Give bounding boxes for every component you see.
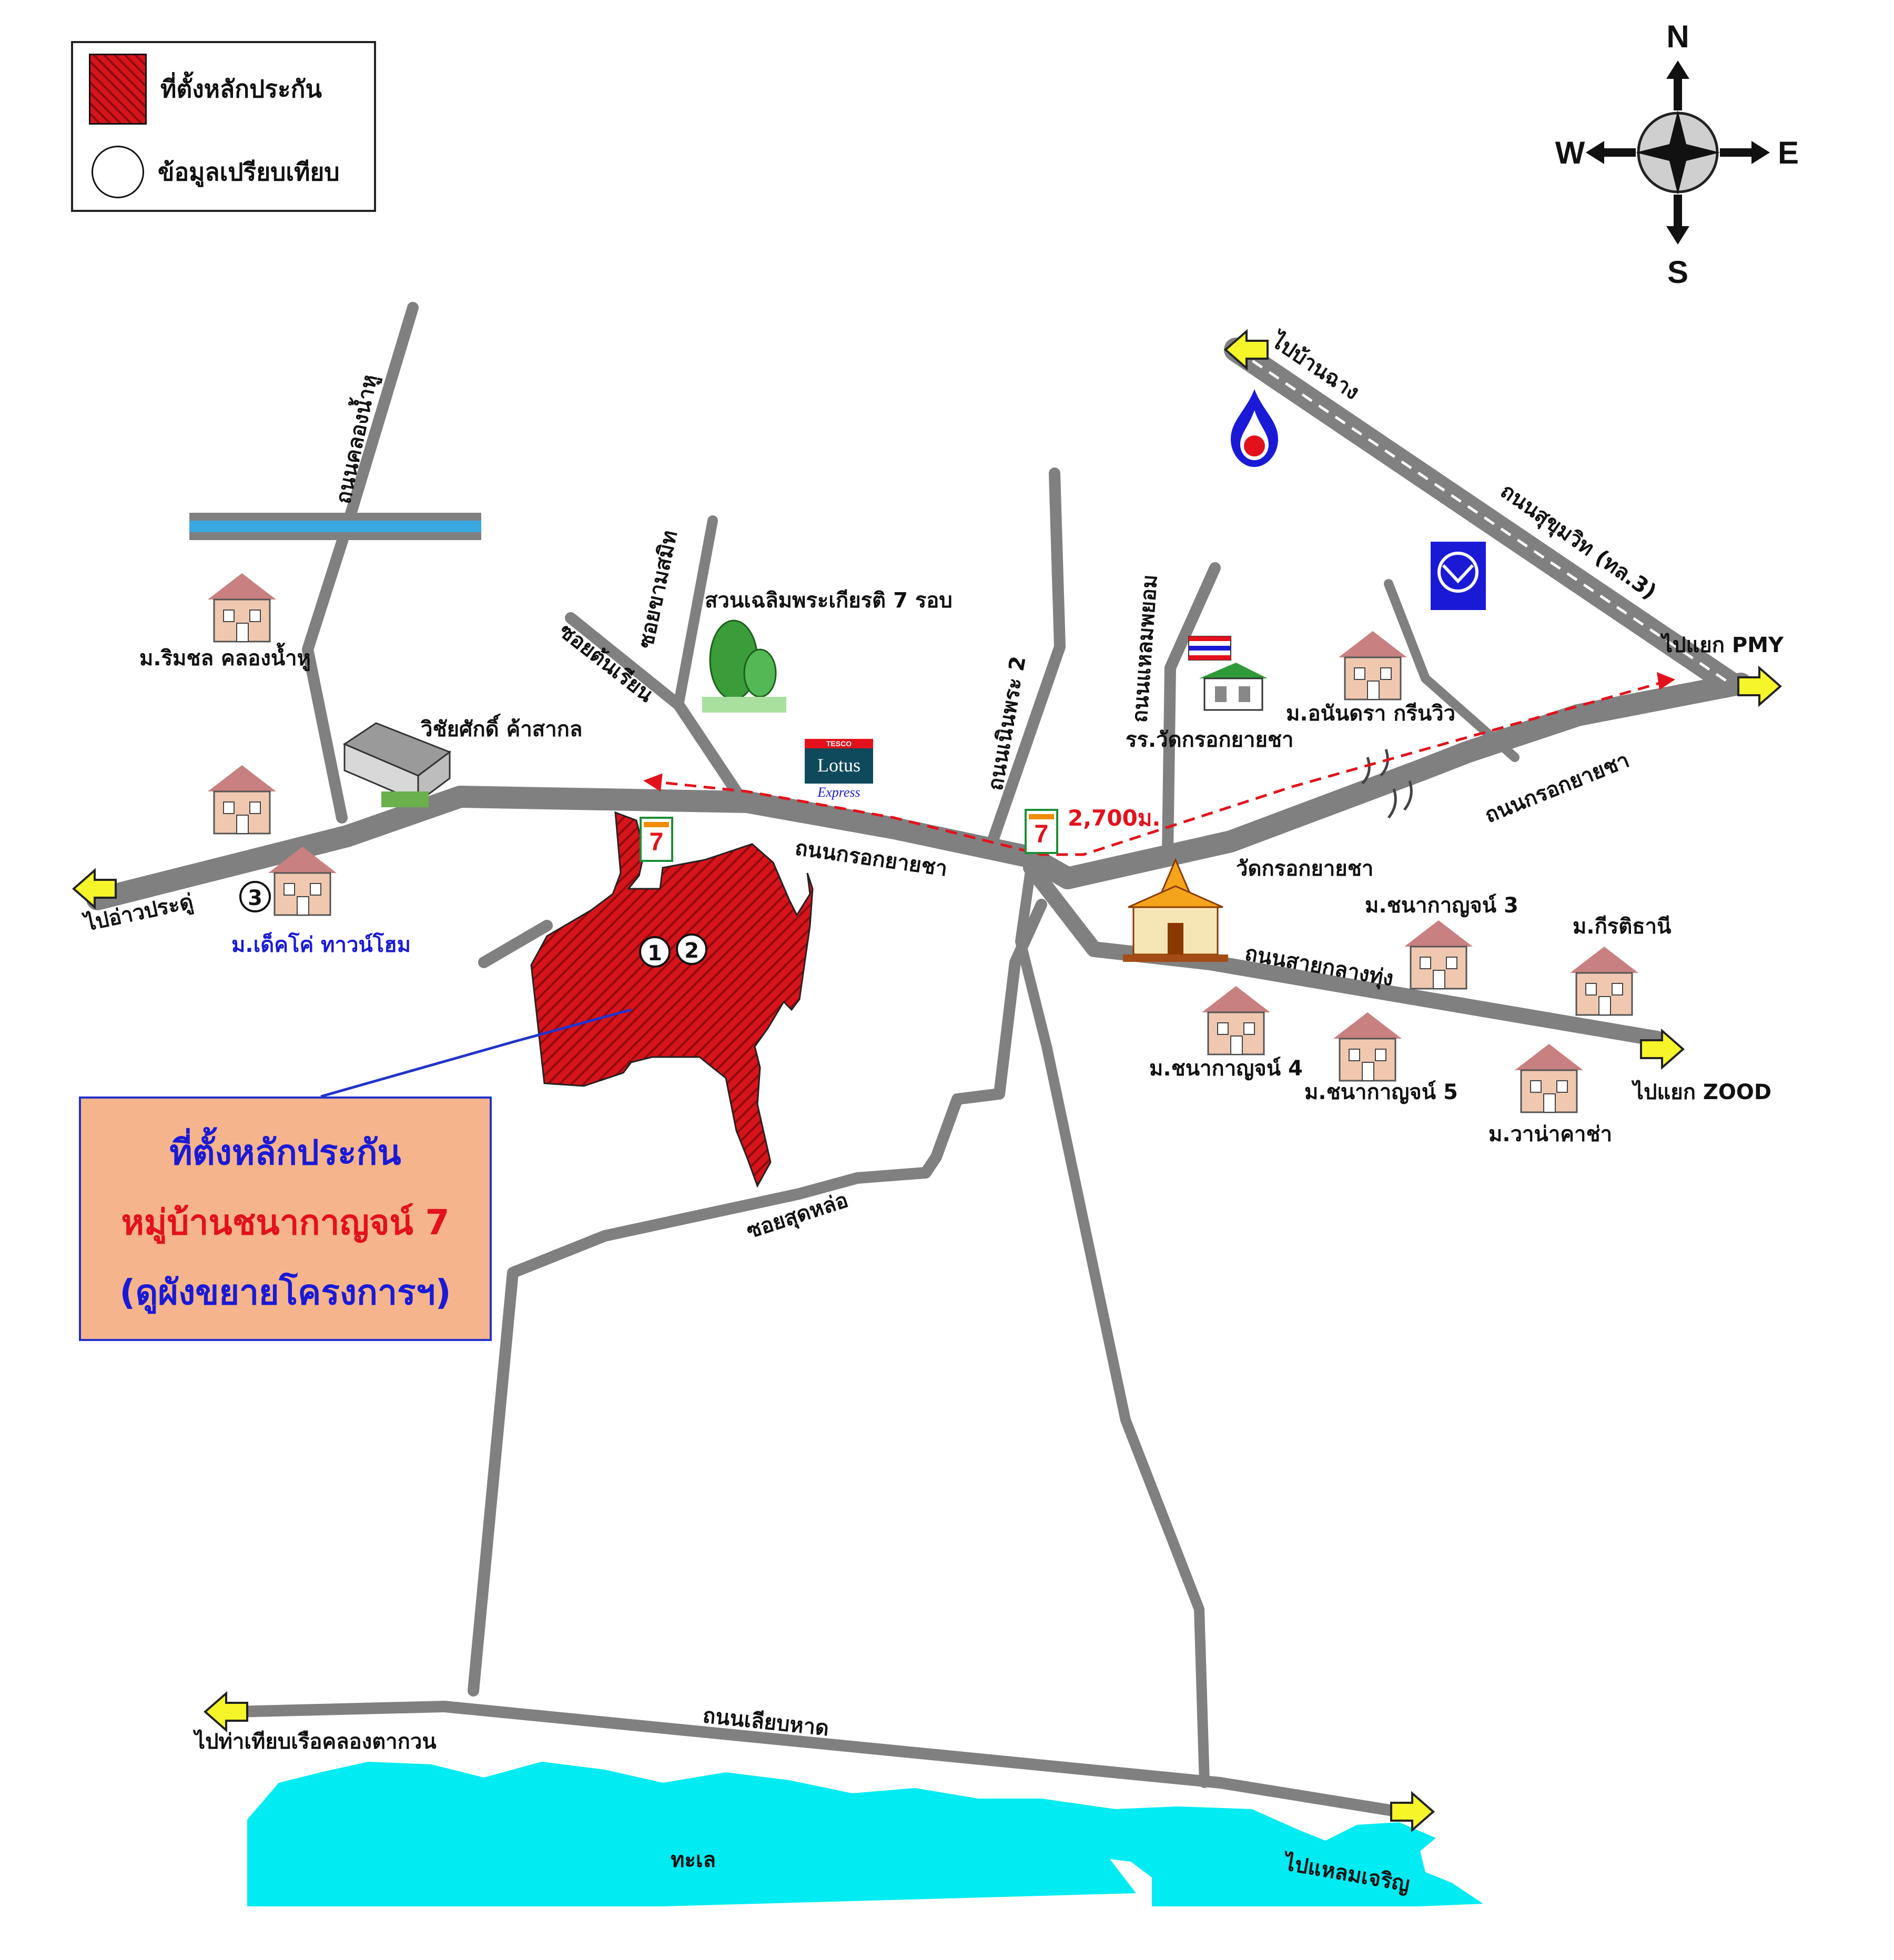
label-dekodo: ม.เด็คโค่ ทาวน์โฮม	[231, 931, 411, 957]
map-legend: ที่ตั้งหลักประกัน ข้อมูลเปรียบเทียบ	[71, 41, 376, 212]
legend-collateral-label: ที่ตั้งหลักประกัน	[160, 75, 322, 103]
compass-e: E	[1778, 135, 1799, 170]
road-network	[86, 302, 1752, 1817]
direction-arrows	[72, 329, 1782, 1833]
road-sukhumvit	[1224, 338, 1743, 696]
label-to-zoo: ไปแยก ZOOD	[1631, 1080, 1771, 1104]
compass-n: N	[1666, 19, 1689, 54]
distance-route	[643, 679, 1668, 856]
temple-icon	[1123, 858, 1228, 962]
compass-s: S	[1667, 255, 1688, 290]
site-callout-box: ที่ตั้งหลักประกัน หมู่บ้านชนากาญจน์ 7 (ด…	[79, 1096, 492, 1341]
label-distance: 2,700ม.	[1068, 805, 1161, 831]
callout-line-3: (ดูผังขยายโครงการฯ)	[119, 1272, 451, 1313]
label-chanakan5: ม.ชนากาญจน์ 5	[1304, 1080, 1458, 1104]
callout-line-2: หมู่บ้านชนากาญจน์ 7	[121, 1202, 450, 1243]
road-ananda	[1384, 579, 1520, 762]
compass-w: W	[1555, 135, 1585, 170]
marker-2: 2	[676, 933, 707, 965]
svg-text:Lotus: Lotus	[817, 755, 860, 776]
legend-hatch-swatch	[89, 54, 147, 125]
mazda-icon	[1431, 542, 1486, 610]
road-south-west	[468, 899, 1047, 1697]
house-icon	[1570, 947, 1638, 1016]
svg-text:7: 7	[1035, 820, 1049, 848]
seven-eleven-icon: 7	[640, 817, 673, 862]
svg-text:TESCO: TESCO	[826, 739, 852, 748]
school-icon	[1188, 636, 1268, 711]
arrow-to-laem-charoen	[1390, 1791, 1435, 1833]
seven-eleven-icon: 7	[1025, 809, 1058, 854]
park-icon	[702, 620, 786, 713]
road-spur	[478, 920, 553, 968]
legend-row-collateral: ที่ตั้งหลักประกัน	[89, 54, 322, 125]
label-wichaisak: วิชัยศักดิ์ ค้าสากล	[420, 714, 582, 742]
house-icon	[1339, 631, 1407, 700]
label-chanakan4: ม.ชนากาญจน์ 4	[1149, 1057, 1303, 1081]
road-sai-klang-thung	[1023, 860, 1665, 1047]
callout-leader	[320, 1008, 632, 1098]
house-icon	[208, 573, 276, 643]
house-icon	[208, 765, 276, 835]
arrow-to-pmy	[1737, 665, 1782, 707]
label-ananda: ม.อนันดรา กรีนวิว	[1286, 702, 1455, 726]
label-krok-yai-cha-2: ถนนกรอกยายชา	[1482, 748, 1633, 828]
label-laem-phayom: ถนนแหลมพยอม	[1128, 574, 1162, 724]
label-sea: ทะเล	[671, 1848, 716, 1872]
label-chanakan3: ม.ชนากาญจน์ 3	[1365, 893, 1518, 918]
legend-circle-icon	[92, 146, 144, 198]
callout-line-1: ที่ตั้งหลักประกัน	[169, 1132, 401, 1173]
sea-area	[247, 1762, 1483, 1906]
house-icon	[1333, 1012, 1402, 1082]
house-icon	[1202, 986, 1270, 1055]
arrow-to-zoo	[1640, 1028, 1685, 1070]
house-icon	[1515, 1044, 1583, 1113]
label-noen-phra-2: ถนนเนินพระ 2	[984, 654, 1031, 792]
marker-3: 3	[239, 881, 271, 912]
label-rimchon: ม.ริมชล คลองน้ำหู	[139, 643, 311, 671]
arrow-to-ban-chang	[1223, 329, 1269, 371]
road-break	[1361, 749, 1413, 819]
label-kirati: ม.กีรติธานี	[1573, 915, 1671, 939]
road-soi-khao-mai	[673, 515, 718, 710]
canal	[189, 513, 481, 540]
svg-text:1: 1	[647, 941, 662, 966]
marker-1: 1	[639, 936, 671, 968]
road-liap-hat	[228, 1701, 1405, 1817]
road-krok-yai-cha	[86, 673, 1752, 910]
house-icon	[268, 847, 337, 916]
label-temple: วัดกรอกยายชา	[1236, 857, 1373, 881]
compass-rose: N S W E	[1555, 19, 1799, 290]
warehouse-icon	[342, 722, 452, 807]
svg-text:Express: Express	[817, 785, 860, 800]
svg-text:7: 7	[650, 828, 664, 856]
label-school: รร.วัดกรอกยายชา	[1126, 728, 1294, 752]
road-noen-phra-2	[983, 468, 1066, 858]
label-to-pier: ไปท่าเทียบเรือคลองตากวน	[193, 1729, 437, 1754]
road-south-east	[1015, 862, 1210, 1788]
label-to-pmy: ไปแยก PMY	[1660, 633, 1784, 657]
legend-row-comparison: ข้อมูลเปรียบเทียบ	[89, 146, 340, 198]
road-laem-phayom	[1162, 562, 1221, 858]
lotus-logo-icon: TESCO Lotus Express	[805, 739, 873, 800]
collateral-site	[530, 811, 814, 1188]
road-khlong-nam-hu	[302, 302, 419, 824]
label-soi-khao-mai: ซอยขามสมิท	[634, 529, 682, 651]
svg-text:2: 2	[684, 939, 699, 963]
arrow-to-ao-pradu	[72, 868, 117, 910]
house-icon	[1404, 920, 1473, 990]
house-icons	[208, 573, 1638, 1113]
label-park: สวนเฉลิมพระเกียรติ 7 รอบ	[705, 588, 953, 613]
ptt-drop-icon	[1231, 389, 1278, 467]
svg-text:3: 3	[248, 886, 262, 910]
label-wana: ม.วาน่าคาช่า	[1488, 1122, 1612, 1146]
arrow-to-pier	[203, 1691, 248, 1733]
legend-comparison-label: ข้อมูลเปรียบเทียบ	[158, 157, 340, 186]
